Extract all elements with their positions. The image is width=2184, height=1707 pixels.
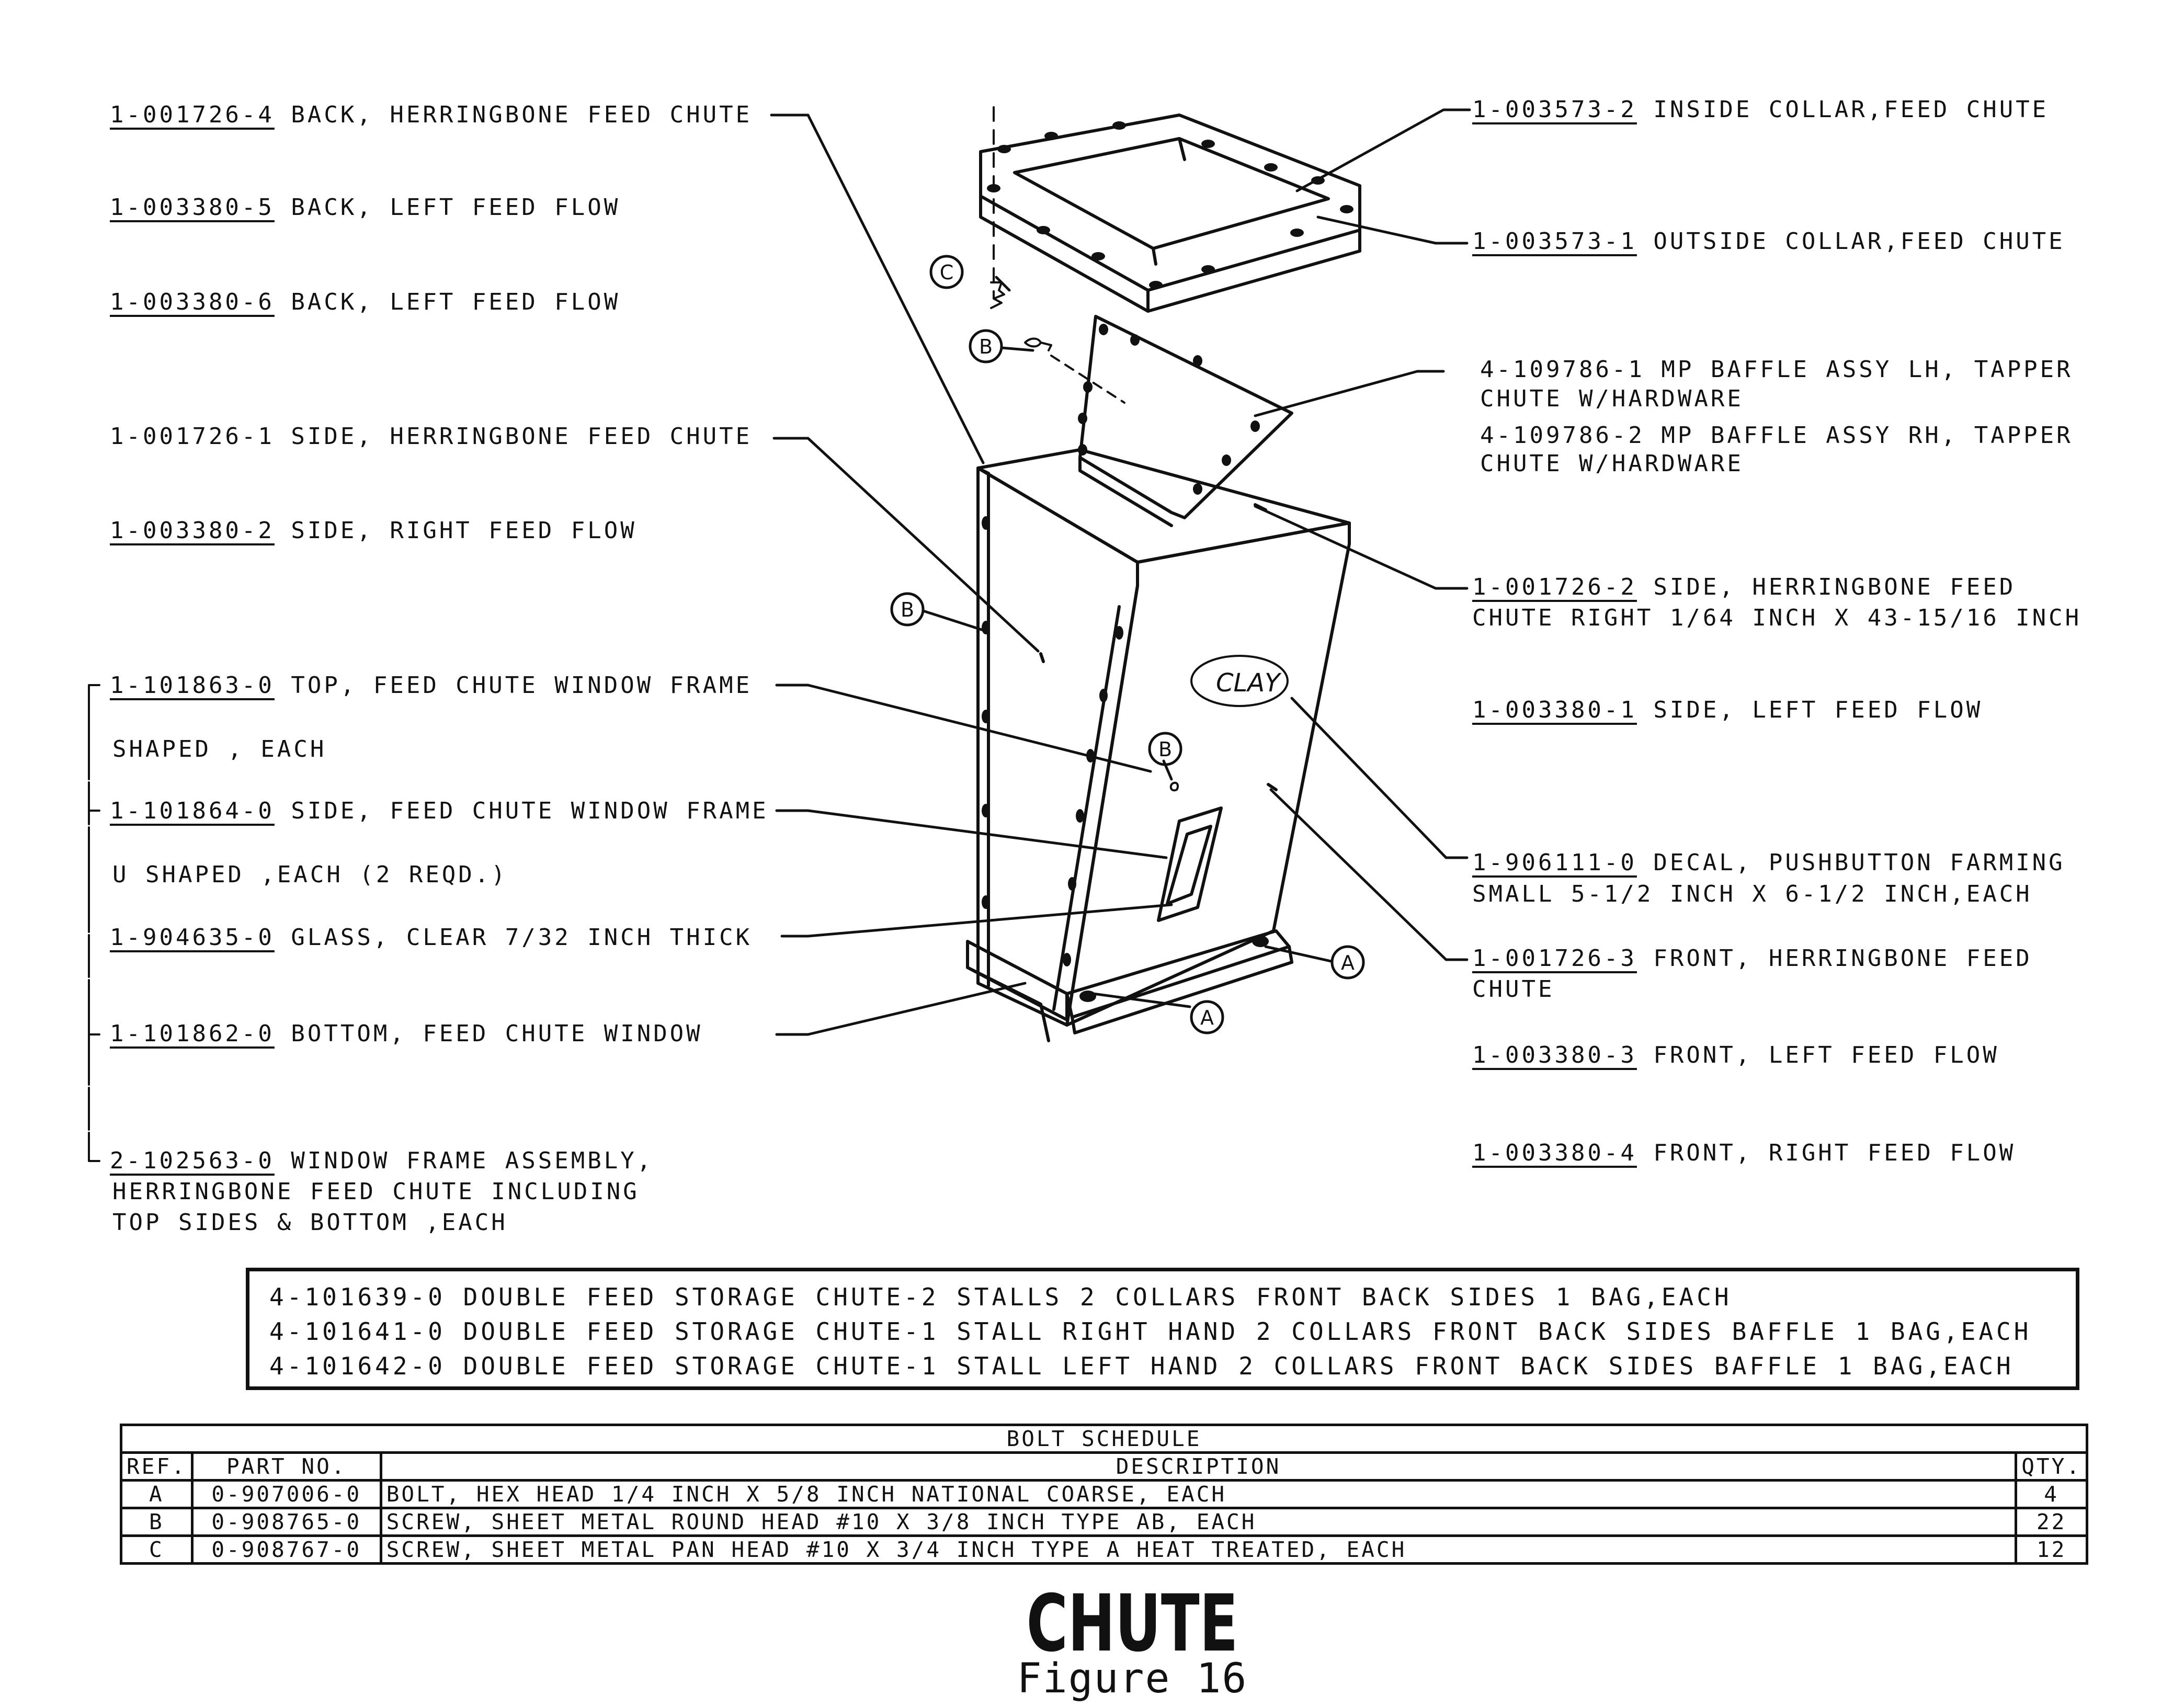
label-front-herringbone-line2: CHUTE xyxy=(1472,976,1555,1003)
cell-desc: SCREW, SHEET METAL ROUND HEAD #10 X 3/8 … xyxy=(379,1507,2018,1537)
header-description: DESCRIPTION xyxy=(379,1451,2018,1482)
header-part-no: PART NO. xyxy=(190,1451,382,1482)
cell-part: 0-908765-0 xyxy=(190,1507,382,1537)
label-decal: 1-906111-0 DECAL, PUSHBUTTON FARMING xyxy=(1472,849,2065,876)
cell-qty: 12 xyxy=(2015,1534,2088,1565)
label-window-frame-assembly-line2: HERRINGBONE FEED CHUTE INCLUDING xyxy=(112,1178,640,1205)
label-window-frame-assembly: 2-102563-0 WINDOW FRAME ASSEMBLY, xyxy=(110,1147,654,1174)
label-baffle-lh: 4-109786-1 MP BAFFLE ASSY LH, TAPPER xyxy=(1480,356,2073,383)
chute-top xyxy=(976,448,1351,564)
callout-b-top: B xyxy=(979,335,993,358)
label-side-window-frame: 1-101864-0 SIDE, FEED CHUTE WINDOW FRAME xyxy=(110,798,769,824)
label-side-herringbone-right-line2: CHUTE RIGHT 1/64 INCH X 43-15/16 INCH xyxy=(1472,605,2082,631)
label-back-left-feed-1: 1-003380-5 BACK, LEFT FEED FLOW xyxy=(110,194,621,221)
callout-b-circle-window xyxy=(1148,732,1182,766)
cell-qty: 4 xyxy=(2015,1479,2088,1509)
cell-desc: BOLT, HEX HEAD 1/4 INCH X 5/8 INCH NATIO… xyxy=(379,1479,2018,1509)
callout-a-circle-right xyxy=(1330,945,1365,980)
cell-part: 0-908767-0 xyxy=(190,1534,382,1565)
label-front-right-feed: 1-003380-4 FRONT, RIGHT FEED FLOW xyxy=(1472,1140,2016,1166)
cell-part: 0-907006-0 xyxy=(190,1479,382,1509)
kit-list-box: 4-101639-0 DOUBLE FEED STORAGE CHUTE-2 S… xyxy=(246,1268,2079,1390)
callout-a-front: A xyxy=(1200,1006,1214,1029)
figure-caption: Figure 16 xyxy=(1017,1655,1248,1702)
label-window-frame-assembly-line3: TOP SIDES & BOTTOM ,EACH xyxy=(112,1209,508,1236)
assembly-bracket xyxy=(88,684,100,1162)
label-back-left-feed-2: 1-003380-6 BACK, LEFT FEED FLOW xyxy=(110,289,621,315)
label-side-left-feed: 1-003380-1 SIDE, LEFT FEED FLOW xyxy=(1472,697,1983,723)
cell-desc: SCREW, SHEET METAL PAN HEAD #10 X 3/4 IN… xyxy=(379,1534,2018,1565)
label-back-herringbone: 1-001726-4 BACK, HERRINGBONE FEED CHUTE xyxy=(110,101,753,128)
callout-b-window: B xyxy=(1158,738,1172,761)
cell-ref: A xyxy=(120,1479,194,1509)
label-top-window-frame-line2: SHAPED , EACH xyxy=(112,736,327,763)
cell-ref: C xyxy=(120,1534,194,1565)
label-side-herringbone-right: 1-001726-2 SIDE, HERRINGBONE FEED xyxy=(1472,574,2016,600)
callout-a-right: A xyxy=(1341,951,1355,974)
kit-line: 4-101639-0 DOUBLE FEED STORAGE CHUTE-2 S… xyxy=(269,1283,1732,1311)
table-row: A 0-907006-0 BOLT, HEX HEAD 1/4 INCH X 5… xyxy=(120,1479,2088,1509)
inside-collar xyxy=(1013,137,1330,250)
label-front-herringbone: 1-001726-3 FRONT, HERRINGBONE FEED xyxy=(1472,945,2032,972)
label-baffle-lh-line2: CHUTE W/HARDWARE xyxy=(1480,385,1744,412)
label-outside-collar: 1-003573-1 OUTSIDE COLLAR,FEED CHUTE xyxy=(1472,228,2065,255)
table-header-row: REF. PART NO. DESCRIPTION QTY. xyxy=(120,1451,2088,1482)
table-title-row: BOLT SCHEDULE xyxy=(120,1424,2088,1454)
label-baffle-rh: 4-109786-2 MP BAFFLE ASSY RH, TAPPER xyxy=(1480,422,2073,449)
chute-left-side xyxy=(976,466,1139,1027)
drawing-title: CHUTE xyxy=(1026,1578,1238,1669)
screw-glyphs xyxy=(990,281,1179,792)
bolt-schedule-table: BOLT SCHEDULE REF. PART NO. DESCRIPTION … xyxy=(120,1424,2088,1565)
window-frame xyxy=(1157,806,1223,922)
table-row: C 0-908767-0 SCREW, SHEET METAL PAN HEAD… xyxy=(120,1534,2088,1565)
kit-line: 4-101641-0 DOUBLE FEED STORAGE CHUTE-1 S… xyxy=(269,1317,2032,1346)
label-side-right-feed: 1-003380-2 SIDE, RIGHT FEED FLOW xyxy=(110,517,637,544)
decal-text: CLAY xyxy=(1216,668,1282,698)
callouts xyxy=(890,255,1365,1034)
callout-a-circle-front xyxy=(1190,1000,1224,1034)
label-baffle-rh-line2: CHUTE W/HARDWARE xyxy=(1480,450,1744,477)
cell-qty: 22 xyxy=(2015,1507,2088,1537)
outside-collar-lower-edge xyxy=(979,195,1361,313)
bolt-schedule-title: BOLT SCHEDULE xyxy=(120,1424,2088,1454)
collar-assembly xyxy=(979,113,1361,313)
callout-b-circle-left xyxy=(890,592,925,627)
leader-lines xyxy=(770,108,1471,1036)
label-side-window-frame-line2: U SHAPED ,EACH (2 REQD.) xyxy=(112,861,508,888)
label-bottom-window: 1-101862-0 BOTTOM, FEED CHUTE WINDOW xyxy=(110,1020,703,1047)
callout-b-left: B xyxy=(901,598,914,621)
callout-c: C xyxy=(940,261,954,284)
label-front-left-feed: 1-003380-3 FRONT, LEFT FEED FLOW xyxy=(1472,1042,1999,1068)
decal-oval xyxy=(1190,655,1289,707)
header-ref: REF. xyxy=(120,1451,194,1482)
callout-b-circle-top xyxy=(969,329,1003,363)
base-flange-left xyxy=(966,940,1068,1021)
label-side-herringbone: 1-001726-1 SIDE, HERRINGBONE FEED CHUTE xyxy=(110,423,753,450)
label-top-window-frame: 1-101863-0 TOP, FEED CHUTE WINDOW FRAME xyxy=(110,672,753,699)
kit-line: 4-101642-0 DOUBLE FEED STORAGE CHUTE-1 S… xyxy=(269,1352,2014,1380)
label-inside-collar: 1-003573-2 INSIDE COLLAR,FEED CHUTE xyxy=(1472,96,2049,123)
label-decal-line2: SMALL 5-1/2 INCH X 6-1/2 INCH,EACH xyxy=(1472,881,2032,907)
cell-ref: B xyxy=(120,1507,194,1537)
label-glass: 1-904635-0 GLASS, CLEAR 7/32 INCH THICK xyxy=(110,924,753,951)
callout-c-circle xyxy=(929,255,964,289)
header-qty: QTY. xyxy=(2015,1451,2088,1482)
baffle xyxy=(1078,315,1293,527)
table-row: B 0-908765-0 SCREW, SHEET METAL ROUND HE… xyxy=(120,1507,2088,1537)
